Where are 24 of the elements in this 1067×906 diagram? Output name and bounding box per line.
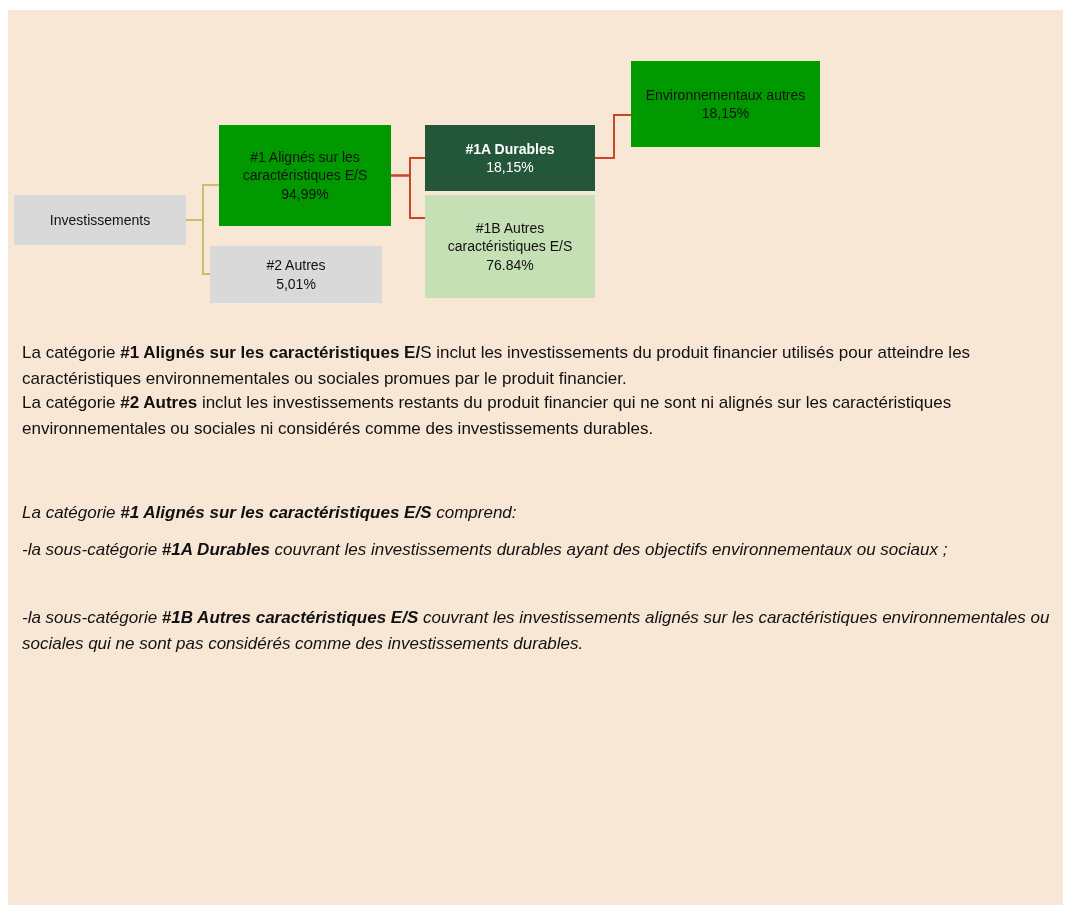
description-paragraph: La catégorie #1 Alignés sur les caractéristiques E/S inclut les investissements du produit financier utilisés pour atteindre les caractéristiques environnementales ou sociales promues par le produit financier. bbox=[22, 342, 972, 390]
box-text: 18,15% bbox=[701, 104, 750, 123]
connector-line bbox=[390, 174, 426, 219]
box-text: Investissements bbox=[49, 210, 151, 230]
category-box bbox=[631, 61, 820, 147]
box-text: #1B Autres caractéristiques E/S bbox=[446, 219, 574, 256]
description-paragraph: La catégorie #1 Alignés sur les caractéristiques E/S comprend: bbox=[22, 502, 518, 524]
connector-line bbox=[185, 219, 211, 275]
category-box bbox=[425, 195, 595, 298]
category-box bbox=[14, 195, 186, 245]
box-text: #1A Durables bbox=[465, 139, 555, 158]
category-box bbox=[425, 125, 595, 191]
description-paragraph: -la sous-catégorie #1A Durables couvrant les investissements durables ayant des objectifs environnementaux ou sociaux ; bbox=[22, 539, 949, 561]
box-text: 76.84% bbox=[486, 255, 534, 274]
connector-line bbox=[594, 114, 632, 159]
description-paragraph: -la sous-catégorie #1B Autres caractéristiques E/S couvrant les investissements alignés sur les caractéristiques environnementales ou sociales qui ne sont pas considérés comme des investissements durables. bbox=[22, 607, 1051, 655]
box-text: #2 Autres bbox=[266, 256, 326, 275]
box-text: #1 Alignés sur les caractéristiques E/S 94,99% bbox=[241, 148, 369, 203]
category-box bbox=[219, 125, 391, 226]
category-box bbox=[210, 246, 382, 303]
description-paragraph: La catégorie #2 Autres inclut les investissements restants du produit financier qui ne sont ni alignés sur les caractéristiques environnementales ou sociales ni considérés comme des investissements durables. bbox=[22, 392, 953, 440]
box-text: Environnementaux autres bbox=[645, 85, 806, 104]
box-text: 5,01% bbox=[276, 274, 316, 293]
box-text: 18,15% bbox=[486, 158, 534, 177]
